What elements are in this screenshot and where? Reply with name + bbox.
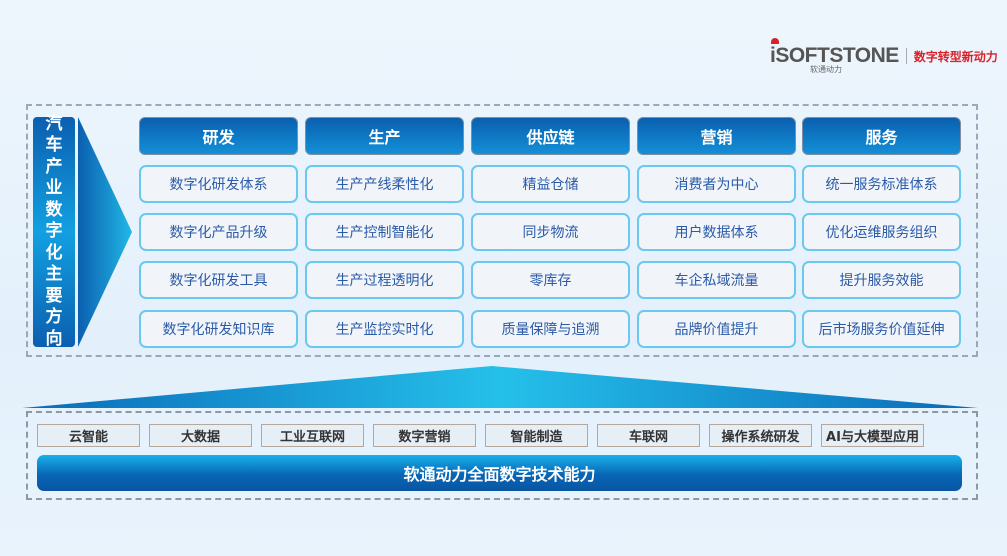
column-header: 生产	[305, 117, 464, 155]
column-item: 质量保障与追溯	[471, 310, 630, 348]
capability-tag: 车联网	[597, 424, 700, 447]
side-title-char: 要	[45, 285, 63, 306]
side-title-char: 汽	[45, 113, 63, 134]
column-item: 生产产线柔性化	[305, 165, 464, 203]
column-item: 精益仓储	[471, 165, 630, 203]
foundation-bar: 软通动力全面数字技术能力	[37, 455, 962, 491]
column-header: 研发	[139, 117, 298, 155]
column-item: 提升服务效能	[802, 261, 961, 299]
capability-tag: 智能制造	[485, 424, 588, 447]
column-item: 数字化研发体系	[139, 165, 298, 203]
capability-tag: 操作系统研发	[709, 424, 812, 447]
column-0: 研发数字化研发体系数字化产品升级数字化研发工具数字化研发知识库	[139, 117, 298, 348]
logo-slogan: 数字转型新动力	[913, 49, 998, 64]
column-item: 生产控制智能化	[305, 213, 464, 251]
side-title-char: 数	[45, 199, 63, 220]
capability-tag: AI与大模型应用	[821, 424, 924, 447]
column-item: 数字化研发知识库	[139, 310, 298, 348]
side-title-char: 业	[45, 178, 63, 199]
side-title-char: 主	[45, 264, 63, 285]
column-item: 优化运维服务组织	[802, 213, 961, 251]
logo-sub: 软通动力	[810, 65, 842, 74]
column-header: 供应链	[471, 117, 630, 155]
column-item: 零库存	[471, 261, 630, 299]
column-item: 数字化研发工具	[139, 261, 298, 299]
column-item: 生产监控实时化	[305, 310, 464, 348]
capability-tag: 大数据	[149, 424, 252, 447]
column-header: 服务	[802, 117, 961, 155]
pyramid-shape	[22, 366, 978, 408]
column-item: 统一服务标准体系	[802, 165, 961, 203]
column-item: 品牌价值提升	[637, 310, 796, 348]
logo-divider	[905, 48, 907, 64]
side-title-char: 产	[45, 156, 63, 177]
column-1: 生产生产产线柔性化生产控制智能化生产过程透明化生产监控实时化	[305, 117, 464, 348]
column-item: 生产过程透明化	[305, 261, 464, 299]
side-title-char: 化	[45, 242, 63, 263]
softstone-logo: iSOFTSTONE 软通动力 数字转型新动力	[770, 38, 998, 74]
side-title: 汽车产业数字化主要方向	[33, 113, 75, 349]
side-title-char: 向	[45, 328, 63, 349]
column-4: 服务统一服务标准体系优化运维服务组织提升服务效能后市场服务价值延伸	[802, 117, 961, 348]
column-item: 数字化产品升级	[139, 213, 298, 251]
column-item: 后市场服务价值延伸	[802, 310, 961, 348]
arrow-right-icon	[78, 117, 132, 347]
column-item: 用户数据体系	[637, 213, 796, 251]
column-item: 同步物流	[471, 213, 630, 251]
side-title-char: 车	[45, 135, 63, 156]
capability-tag: 云智能	[37, 424, 140, 447]
logo-brand: iSOFTSTONE	[770, 38, 899, 67]
capability-tag: 数字营销	[373, 424, 476, 447]
capabilities-frame	[26, 411, 978, 500]
column-3: 营销消费者为中心用户数据体系车企私域流量品牌价值提升	[637, 117, 796, 348]
column-2: 供应链精益仓储同步物流零库存质量保障与追溯	[471, 117, 630, 348]
column-item: 车企私域流量	[637, 261, 796, 299]
side-title-char: 方	[45, 307, 63, 328]
capability-tag: 工业互联网	[261, 424, 364, 447]
side-title-char: 字	[45, 221, 63, 242]
directions-frame	[26, 104, 978, 357]
column-item: 消费者为中心	[637, 165, 796, 203]
column-header: 营销	[637, 117, 796, 155]
